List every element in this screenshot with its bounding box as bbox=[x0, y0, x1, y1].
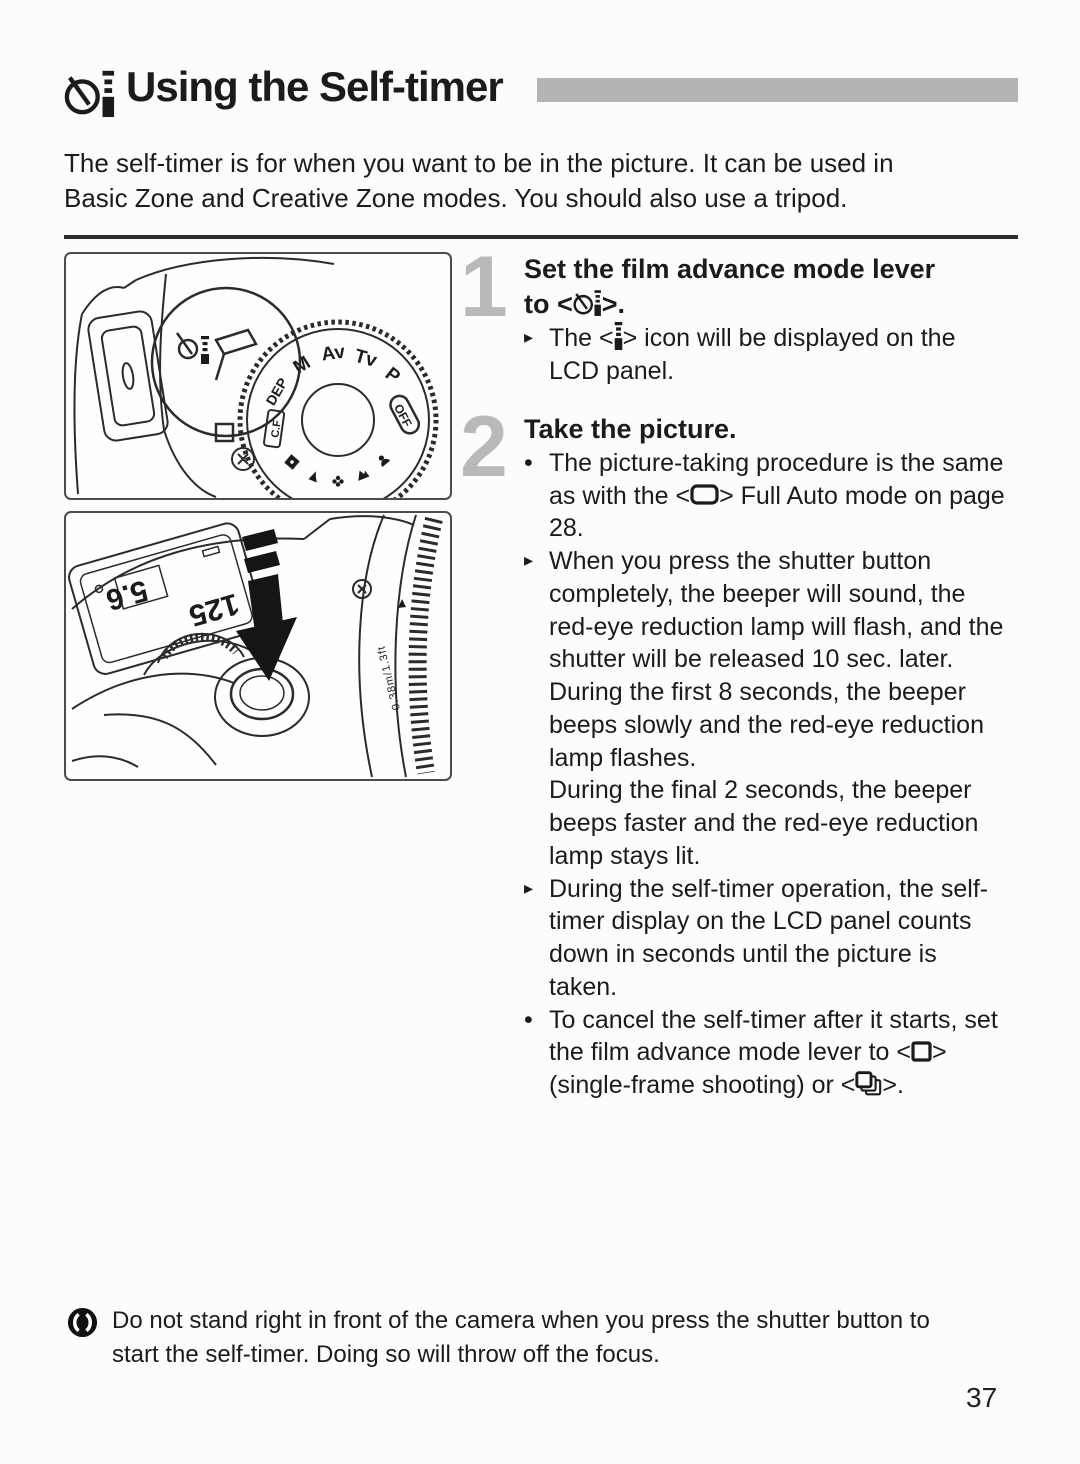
step-1-heading: Set the film advance mode lever to <>. bbox=[524, 254, 936, 320]
page-number: 37 bbox=[966, 1382, 998, 1413]
dial-label-cf: C.F bbox=[269, 419, 283, 438]
step-2-bullet-1: • The picture-taking procedure is the sa… bbox=[524, 447, 1006, 545]
intro-paragraph: The self-timer is for when you want to b… bbox=[64, 146, 1018, 215]
arrow-bullet: ▸ bbox=[524, 877, 534, 898]
lcd-aperture: 5.6 bbox=[102, 573, 151, 616]
lcd-shutter-speed: 125 bbox=[185, 587, 242, 633]
dial-label-tv: Tv bbox=[352, 346, 380, 372]
step-2-bullet-4: • To cancel the self-timer after it star… bbox=[524, 1004, 1006, 1102]
step-2-paragraph-1: During the first 8 seconds, the beeper b… bbox=[549, 678, 984, 772]
shutter-button-illustration: 125 5.6 bbox=[68, 514, 443, 778]
steps-column: 1 Set the film advance mode lever to <>.… bbox=[460, 239, 1018, 1102]
caution-note: Do not stand right in front of the camer… bbox=[66, 1304, 976, 1372]
figure-column: M Av Tv P DEP OFF bbox=[64, 252, 452, 1102]
caution-text: Do not stand right in front of the camer… bbox=[112, 1307, 930, 1369]
self-timer-remote-icon bbox=[573, 287, 602, 317]
magnifier-circle bbox=[150, 286, 302, 438]
press-arrow bbox=[236, 529, 297, 682]
step-2-heading: Take the picture. bbox=[524, 413, 737, 444]
single-frame-icon bbox=[911, 1041, 932, 1062]
dial-label-av: Av bbox=[320, 342, 347, 366]
step-2-number: 2 bbox=[460, 398, 508, 495]
self-timer-lever bbox=[175, 328, 258, 381]
lens-distance-text: 0.38m/1.3ft bbox=[375, 644, 403, 711]
caution-icon bbox=[66, 1304, 99, 1339]
figure-shutter-button: 125 5.6 bbox=[64, 511, 452, 782]
continuous-shooting-icon bbox=[855, 1071, 882, 1096]
step-2: 2 Take the picture. • The picture-taking… bbox=[460, 398, 1018, 1102]
self-timer-remote-icon bbox=[64, 64, 116, 120]
page-title: Using the Self-timer bbox=[126, 63, 504, 110]
step-2-paragraph-2: During the final 2 seconds, the beeper b… bbox=[549, 776, 979, 870]
basic-zone-icons bbox=[284, 454, 391, 487]
step-2-bullet-3: ▸ During the self-timer operation, the s… bbox=[524, 873, 1006, 1004]
title-accent-bar bbox=[536, 78, 1018, 102]
mode-dial-illustration: M Av Tv P DEP OFF bbox=[73, 257, 439, 499]
dial-label-p: P bbox=[381, 364, 404, 389]
step-1-bullet-1: ▸ The <> icon will be displayed on the L… bbox=[524, 322, 1006, 388]
arrow-bullet: ▸ bbox=[524, 327, 534, 348]
dot-bullet: • bbox=[524, 448, 533, 477]
full-auto-frame-icon bbox=[690, 484, 719, 505]
arrow-bullet: ▸ bbox=[524, 550, 534, 571]
dial-label-m: M bbox=[290, 352, 315, 378]
figure-mode-dial: M Av Tv P DEP OFF bbox=[64, 252, 452, 501]
remote-bar-icon bbox=[614, 322, 623, 350]
intro-line-2: Basic Zone and Creative Zone modes. You … bbox=[64, 182, 848, 213]
dot-bullet: • bbox=[524, 1005, 533, 1034]
step-1: 1 Set the film advance mode lever to <>.… bbox=[460, 239, 1018, 388]
step-1-number: 1 bbox=[460, 239, 508, 336]
intro-line-1: The self-timer is for when you want to b… bbox=[64, 148, 894, 178]
step-2-bullet-2: ▸ When you press the shutter button comp… bbox=[524, 545, 1006, 676]
section-divider bbox=[64, 235, 1018, 240]
page-header: Using the Self-timer bbox=[64, 63, 1018, 120]
